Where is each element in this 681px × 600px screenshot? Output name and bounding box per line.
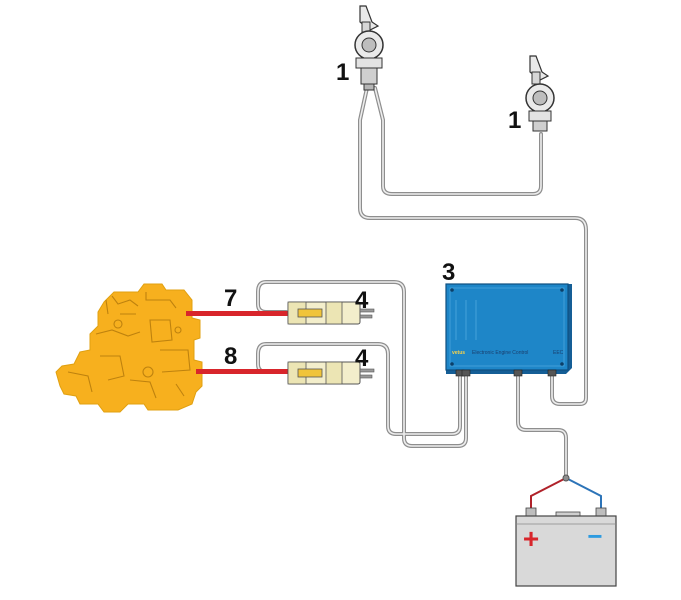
control-unit-brand: vetus <box>452 350 465 356</box>
engine <box>55 283 203 413</box>
battery: + − <box>515 507 617 587</box>
battery-negative-symbol: − <box>587 521 602 551</box>
control-cables <box>256 86 588 480</box>
push-pull-cables <box>186 311 290 374</box>
label-control-unit: 3 <box>442 259 455 286</box>
label-lever-a: 1 <box>336 59 349 86</box>
actuator-top <box>287 301 375 325</box>
label-lever-b: 1 <box>508 107 521 134</box>
control-lever-b <box>525 55 555 132</box>
wire-negative <box>565 477 602 511</box>
control-lever-a <box>354 5 384 91</box>
push-pull-cable-bottom <box>196 369 290 374</box>
push-pull-cable-top <box>186 311 290 316</box>
cable-unit-to-battery <box>516 374 568 480</box>
label-cable-top: 7 <box>224 285 237 312</box>
label-actuator-top: 4 <box>355 287 369 314</box>
battery-wires <box>530 474 602 511</box>
battery-body <box>515 515 617 587</box>
cable-lever-a-secondary <box>373 86 543 196</box>
control-unit-caption: Electronic Engine Control <box>472 350 528 356</box>
wire-positive <box>530 477 567 511</box>
engine-body <box>55 283 203 413</box>
label-actuator-bottom: 4 <box>355 345 369 372</box>
battery-positive-symbol: + <box>523 523 539 554</box>
actuator-bottom <box>287 361 375 385</box>
label-cable-bottom: 8 <box>224 343 237 370</box>
cable-outlines <box>257 87 587 479</box>
control-unit-model: EEC <box>553 350 564 356</box>
control-unit: vetus Electronic Engine Control EEC <box>445 283 572 377</box>
